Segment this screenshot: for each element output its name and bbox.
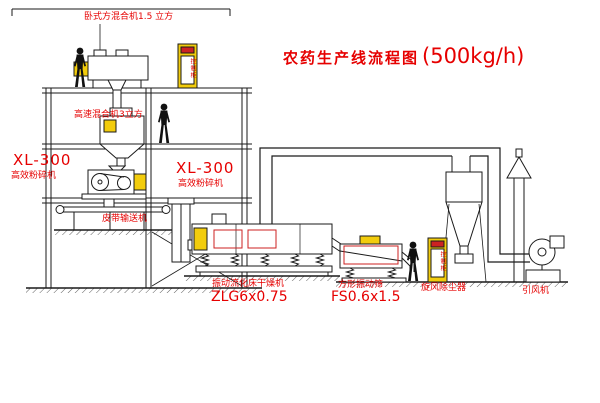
cyclone: [441, 156, 487, 283]
ground-left: [26, 287, 262, 293]
label-screen-name: 方形振动筛: [338, 280, 384, 290]
worker-3-icon: [407, 241, 419, 281]
vibrating-screen: [331, 235, 415, 283]
pulverizer: [81, 165, 147, 208]
induced-draft-fan: [525, 235, 565, 283]
ground-dryer: [184, 275, 340, 281]
exhaust-stack: [506, 148, 532, 282]
high-speed-mixer: [98, 107, 146, 167]
ground-mid: [54, 229, 188, 235]
drawing-title: 农药生产线流程图 (500kg/h): [283, 44, 524, 68]
overhead-rail: [11, 8, 231, 50]
label-dryer-model: ZLG6x0.75: [211, 289, 288, 305]
label-mill-center-model: XL-300: [176, 159, 235, 177]
label-cyclone: 旋风除尘器: [421, 283, 467, 293]
feed-elevator: [167, 197, 195, 263]
control-cabinet-1: [177, 43, 198, 89]
label-top-mixer: 卧式方混合机1.5 立方: [84, 12, 174, 22]
cabinet-1-label: 控制柜: [189, 58, 196, 79]
control-cabinet-2: [427, 237, 448, 283]
exhaust-duct: [259, 147, 530, 263]
fluid-bed-dryer: [191, 213, 333, 276]
drawing-title-capacity: (500kg/h): [422, 44, 525, 68]
worker-2-icon: [158, 103, 170, 143]
label-screen-model: FS0.6x1.5: [331, 289, 401, 305]
label-mill-left-model: XL-300: [13, 151, 72, 169]
horizontal-mixer: [73, 49, 149, 109]
label-mill-center-name: 高效粉碎机: [178, 179, 224, 189]
label-dryer-name: 振动流化床干燥机: [212, 279, 285, 289]
label-fan: 引风机: [522, 286, 550, 296]
label-belt-conveyor: 皮带输送机: [102, 214, 148, 224]
drawing-title-text: 农药生产线流程图: [283, 49, 420, 67]
cabinet-2-label: 控制柜: [439, 251, 446, 272]
label-high-speed-mixer: 高速混合机3立方: [74, 110, 143, 120]
platform-frame: [42, 87, 252, 288]
belt-conveyor: [55, 205, 171, 230]
label-mill-left-name: 高效粉碎机: [11, 171, 57, 181]
